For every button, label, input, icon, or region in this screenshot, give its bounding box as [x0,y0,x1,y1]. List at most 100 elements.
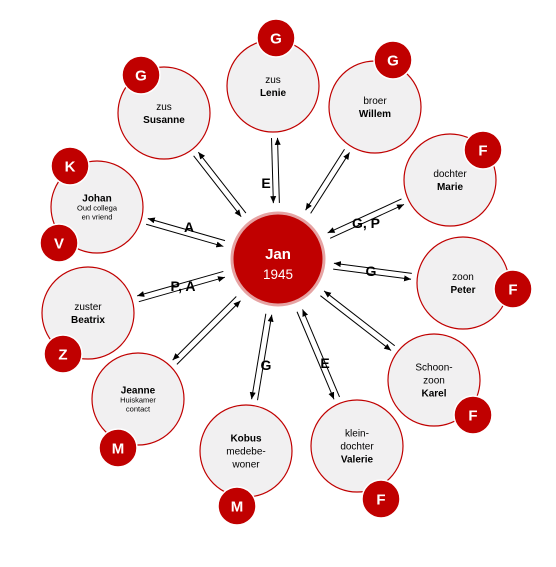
badge: G [121,55,161,95]
node-note-text: Oud collega [77,204,118,213]
edge-label-marie: G, P [352,215,380,231]
badge-circle [43,334,83,374]
badge-letter: F [478,143,487,160]
arrow-in-peter [333,261,412,274]
arrow-out-kobus [249,313,267,400]
center-name: Jan [265,246,291,263]
badge: F [463,130,503,170]
badge: F [493,269,533,309]
arrow-in-marie [327,198,402,234]
arrows-layer [137,137,412,401]
center-circle [230,211,326,307]
node-name-text: Johan [82,194,111,205]
node-rel-text: zuster [74,302,102,313]
node-rel-text: dochter [340,442,374,453]
badge: F [361,479,401,519]
badge-circle [50,146,90,186]
badge: F [453,395,493,435]
arrow-out-susanne [197,151,247,214]
badge-letter: K [65,159,76,176]
badge: M [217,486,257,526]
arrow-in-kobus [257,314,274,401]
node-circle [387,333,481,427]
badge-letter: G [387,53,399,70]
node-kobus: Kobus medebe-woner [199,404,293,498]
arrow-in-jeanne [176,300,241,365]
node-name-text: Lenie [260,88,287,99]
arrow-out-jeanne [172,296,237,361]
badge-letter: F [376,492,385,509]
node-note-text: Huiskamer [120,396,156,405]
badge-circle [217,486,257,526]
badge-letter: M [231,499,244,516]
badge-circle [361,479,401,519]
node-rel-text: zus [156,102,172,113]
arrow-out-beatrix [137,270,224,297]
arrow-out-lenie [274,137,281,203]
arrow-out-marie [329,203,405,239]
node-name-text: Jeanne [121,386,156,397]
badge-letter: G [270,31,282,48]
arrow-in-susanne [193,155,242,218]
node-circle [328,60,422,154]
badge-circle [373,40,413,80]
node-name-text: Kobus [230,434,262,445]
node-name-text: Willem [359,109,391,120]
node-circle [310,399,404,493]
edge-label-johan: A [184,219,194,235]
badge-circle [493,269,533,309]
badge: G [256,18,296,58]
node-note-text: contact [126,405,151,414]
node-rel-text: zoon [452,272,474,283]
badge-circle [256,18,296,58]
arrow-out-willem [310,152,350,214]
badge-letter: V [54,236,64,253]
badge: M [98,428,138,468]
badge: K [50,146,90,186]
node-note-text: en vriend [82,213,113,222]
node-rel-text: woner [231,460,260,471]
node-name-text: Karel [421,389,446,400]
badge-letter: F [508,282,517,299]
arrow-in-johan [146,223,224,248]
arrow-in-willem [305,148,345,211]
arrow-in-lenie [270,138,277,204]
badge: Z [43,334,83,374]
arrow-out-johan [147,217,226,242]
badge: V [39,223,79,263]
arrow-in-beatrix [138,276,226,303]
edge-label-lenie: E [261,175,270,191]
badge-letter: M [112,441,125,458]
node-rel-text: zoon [423,376,445,387]
badge-letter: F [468,408,477,425]
badges-layer: G G F F F F M M Z K V G [39,18,533,526]
badge-letter: G [135,68,147,85]
badge-circle [121,55,161,95]
center-year: 1945 [263,267,293,282]
node-rel-text: Schoon- [415,363,452,374]
badge-circle [98,428,138,468]
center-node: Jan 1945 [230,211,326,307]
node-name-text: Susanne [143,115,185,126]
badge-circle [39,223,79,263]
arrow-in-valerie [302,309,340,398]
node-name-text: Beatrix [71,315,105,326]
node-rel-text: medebe- [226,447,265,458]
node-rel-text: dochter [433,169,467,180]
edge-label-kobus: G [261,357,272,373]
node-name-text: Peter [450,285,475,296]
node-circle [91,352,185,446]
node-rel-text: klein- [345,429,369,440]
arrow-out-valerie [296,311,335,400]
node-rel-text: broer [363,96,387,107]
edge-label-beatrix: P, A [171,278,196,294]
badge-letter: Z [58,347,67,364]
arrow-out-karel [320,295,392,351]
edge-label-valerie: E [320,355,329,371]
